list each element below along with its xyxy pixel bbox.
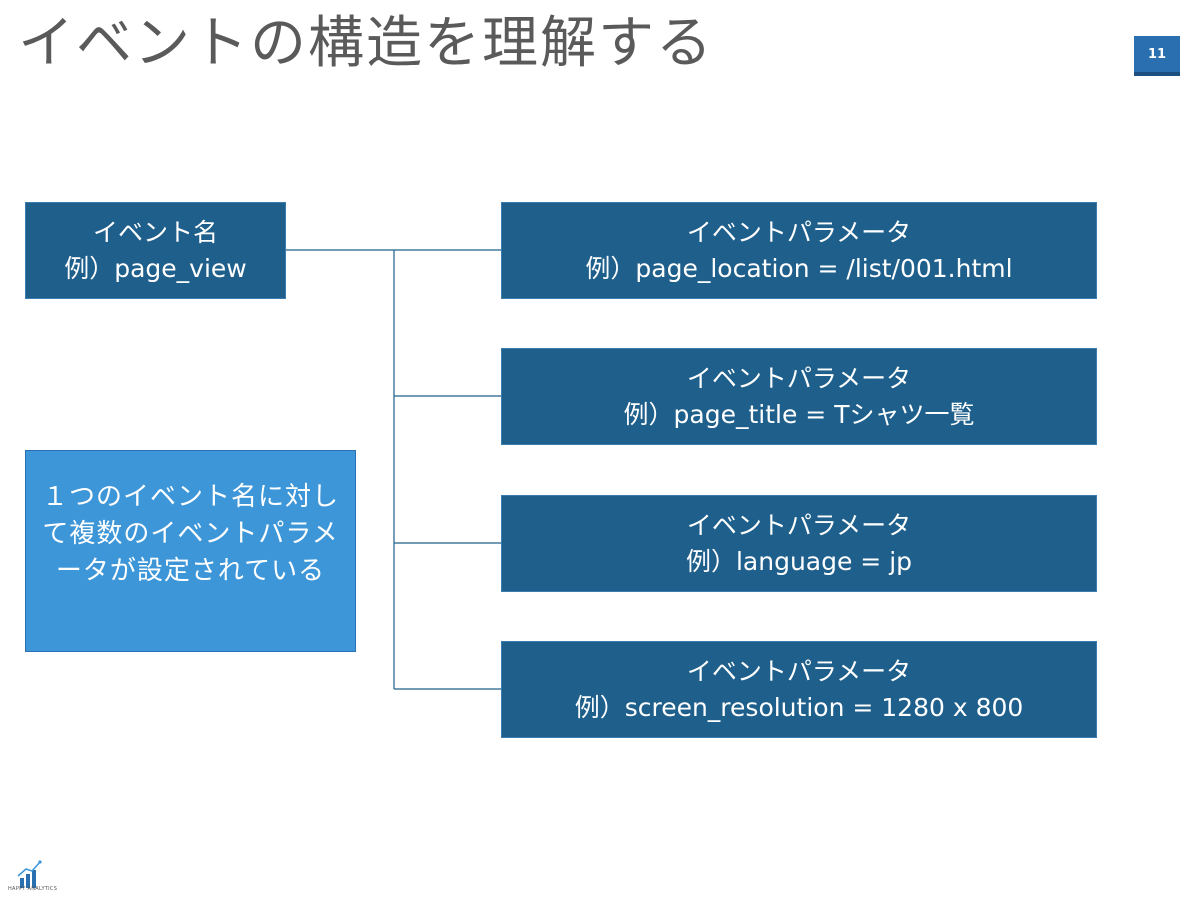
parameter-box-2: イベントパラメータ 例）page_title = Tシャツ一覧 xyxy=(501,348,1097,445)
parameter-label: イベントパラメータ xyxy=(686,510,912,540)
event-name-box: イベント名 例）page_view xyxy=(25,202,286,299)
parameter-box-3: イベントパラメータ 例）language = jp xyxy=(501,495,1097,592)
slide-title: イベントの構造を理解する xyxy=(18,11,714,76)
event-name-label: イベント名 xyxy=(92,217,218,247)
parameter-box-4: イベントパラメータ 例）screen_resolution = 1280 x 8… xyxy=(501,641,1097,738)
bar-chart-icon xyxy=(17,860,42,888)
parameter-example: 例）page_location = /list/001.html xyxy=(585,253,1013,283)
parameter-box-1: イベントパラメータ 例）page_location = /list/001.ht… xyxy=(501,202,1097,299)
logo-text: HAPPY ANALYTICS xyxy=(8,886,58,892)
parameter-label: イベントパラメータ xyxy=(686,656,912,686)
event-name-example: 例）page_view xyxy=(64,253,247,283)
parameter-example: 例）language = jp xyxy=(685,546,913,576)
parameter-example: 例）screen_resolution = 1280 x 800 xyxy=(574,692,1024,722)
page-number-badge: 11 xyxy=(1134,36,1180,76)
parameter-label: イベントパラメータ xyxy=(686,363,912,393)
parameter-label: イベントパラメータ xyxy=(686,217,912,247)
parameter-example: 例）page_title = Tシャツ一覧 xyxy=(623,399,975,429)
note-text: １つのイベント名に対して複数のイベントパラメータが設定されている xyxy=(41,482,339,586)
note-box: １つのイベント名に対して複数のイベントパラメータが設定されている xyxy=(25,450,356,652)
